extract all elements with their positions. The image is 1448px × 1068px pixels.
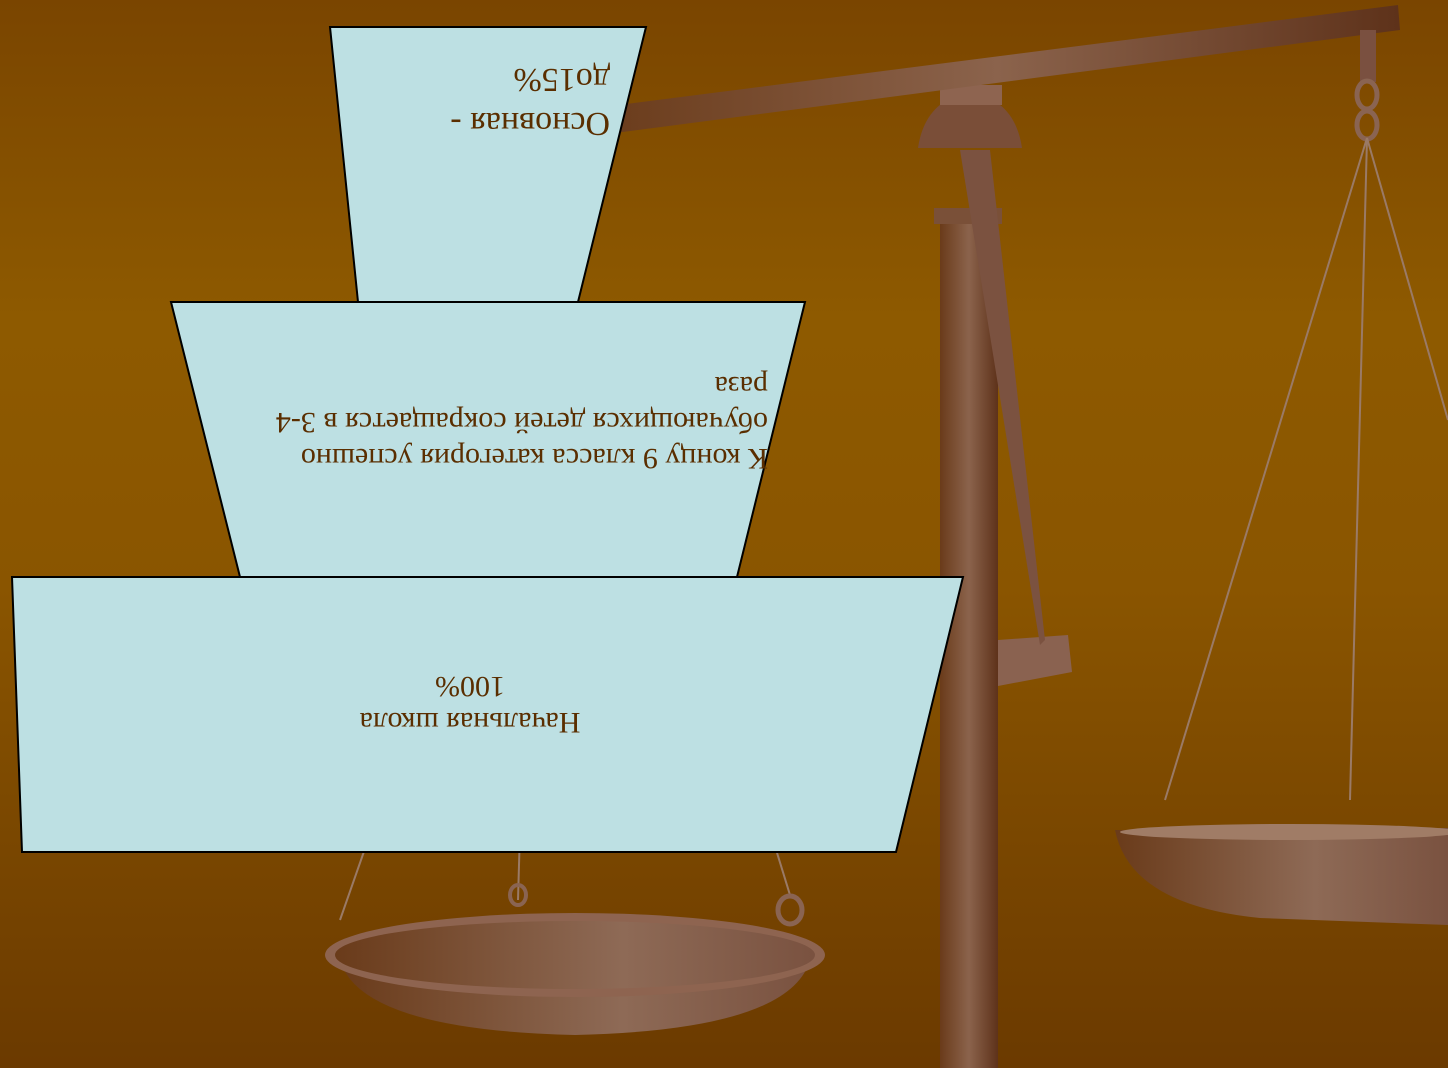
tier-bottom-line-2: 100% (435, 670, 505, 703)
tier-middle-line-1: К концу 9 класса категория успешно (300, 442, 768, 475)
tier-top (328, 26, 648, 303)
tier-middle-line-2: обучающихся детей сокращается в 3-4 (275, 406, 768, 439)
tier-middle (169, 301, 807, 578)
scale-post (940, 215, 998, 1068)
right-pan (1115, 828, 1448, 925)
tier-middle-text: К концу 9 класса категория успешно обуча… (228, 368, 768, 476)
tier-top-line-2: до15% (513, 61, 610, 98)
tier-top-text: Основная - до15% (420, 57, 610, 145)
tier-middle-line-3: раза (714, 370, 768, 403)
pointer-needle (960, 150, 1045, 645)
tier-bottom-text: Начальная школа 100% (340, 668, 600, 740)
tier-top-line-1: Основная - (450, 105, 610, 142)
pivot-cap (918, 92, 1022, 148)
balance-beam (595, 5, 1400, 135)
tier-bottom-line-1: Начальная школа (359, 706, 581, 739)
pointer-base (998, 635, 1072, 686)
